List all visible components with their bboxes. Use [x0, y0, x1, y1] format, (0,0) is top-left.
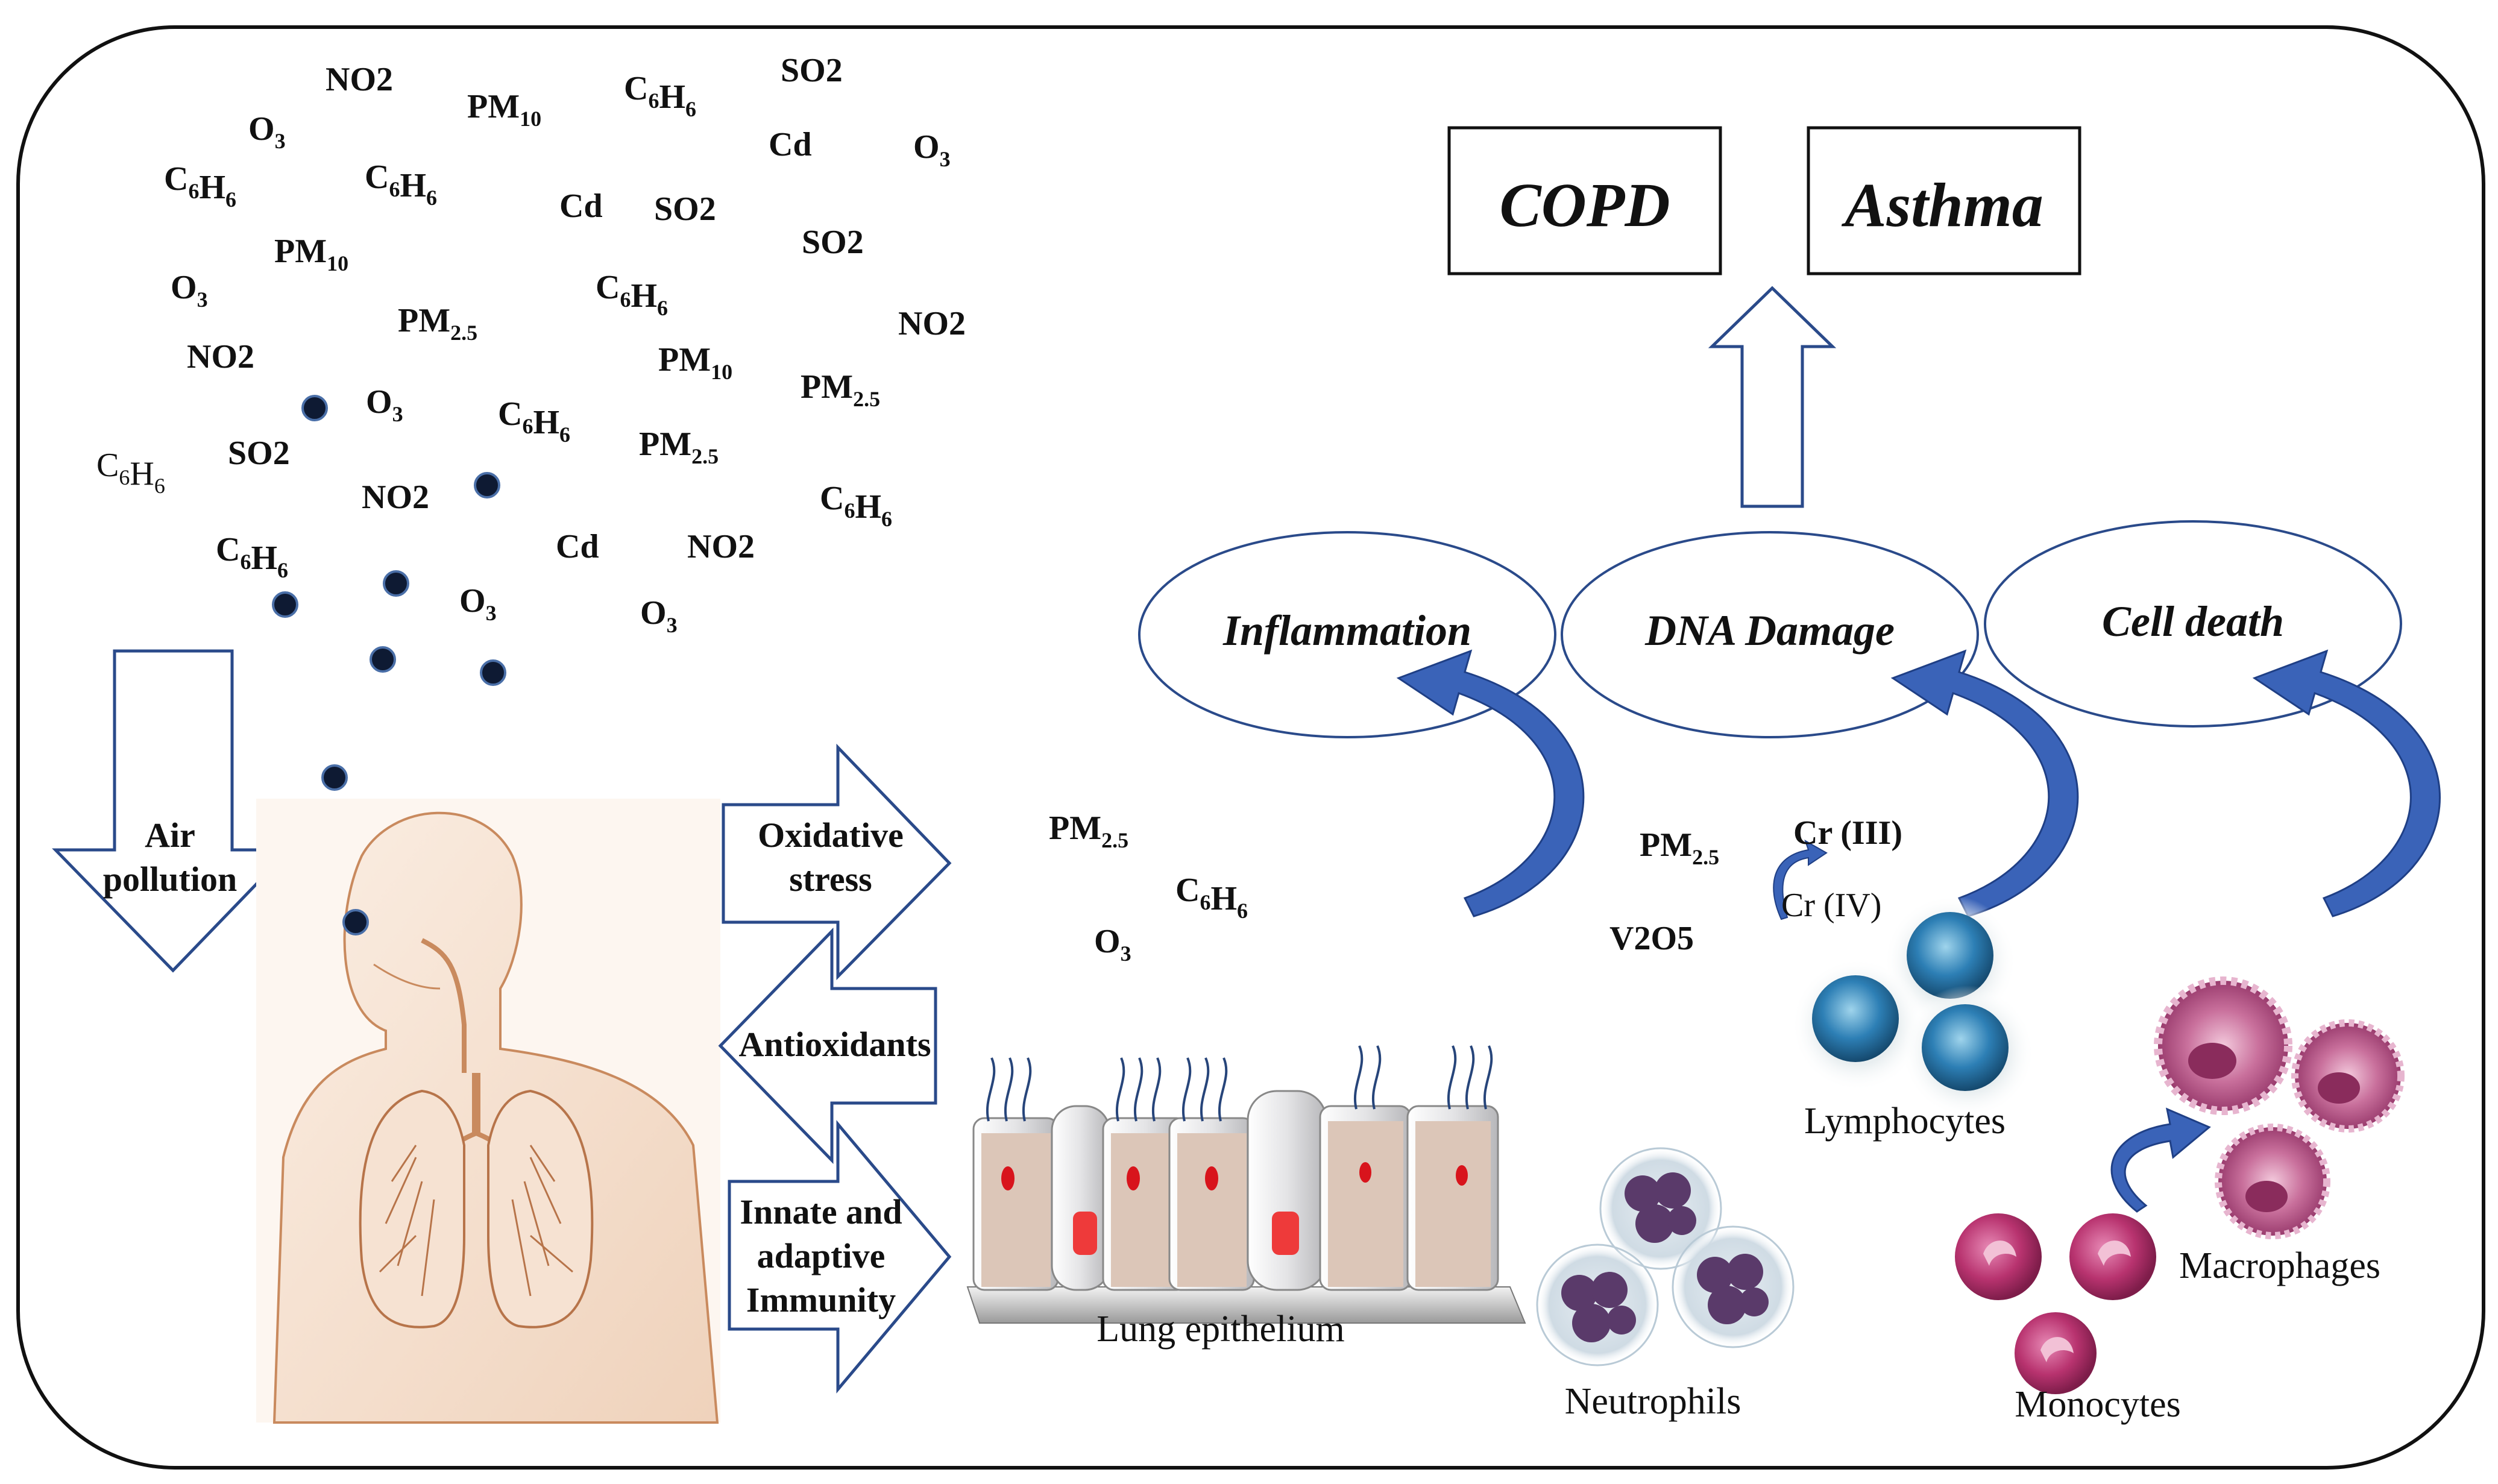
pollutant-label: PM10	[658, 341, 732, 384]
inner-pollutant-label: O3	[1094, 923, 1131, 966]
oxidative-stress-arrow	[722, 743, 952, 981]
pollutant-label: PM2.5	[639, 426, 719, 468]
pollutant-label: NO2	[362, 479, 429, 516]
oxidative-stress-label-1: Oxidative	[758, 816, 904, 855]
air-pollution-arrow	[52, 649, 293, 973]
immunity-arrow	[728, 1120, 952, 1394]
pollutant-label: NO2	[326, 61, 393, 98]
chromium-iv-label: Cr (IV)	[1781, 887, 1881, 924]
monocyte-to-macrophage-arrow	[2110, 1107, 2211, 1213]
pollutant-label: NO2	[687, 528, 755, 565]
curved-arrow-dna	[1890, 649, 2079, 917]
pollutant-label: PM10	[274, 233, 348, 275]
macrophages-illustration	[2154, 976, 2405, 1239]
neutrophils-illustration	[1536, 1147, 1795, 1366]
up-arrow	[1708, 286, 1837, 508]
pollutant-label: C6H6	[624, 70, 696, 121]
curved-arrow-cell-death	[2252, 649, 2441, 917]
dna-damage-label: DNA Damage	[1644, 606, 1895, 655]
pollutant-label: C6H6	[216, 531, 288, 582]
pollutant-label: C6H6	[365, 159, 437, 210]
copd-box	[1447, 126, 1722, 275]
pollutant-label: O3	[913, 128, 951, 171]
asthma-label: Asthma	[1841, 171, 2043, 240]
pollutant-label: SO2	[228, 435, 290, 472]
lymphocytes-illustration	[1792, 895, 2034, 1118]
oxidative-stress-label-2: stress	[789, 860, 872, 899]
pollutant-label: Cd	[559, 187, 603, 225]
pollutant-label: NO2	[187, 338, 254, 376]
pollutant-label: O3	[171, 269, 208, 312]
pollutant-label: O3	[248, 110, 286, 153]
monocytes-illustration	[1955, 1107, 2211, 1394]
pollutant-label: O3	[640, 594, 678, 637]
pollutant-label: Cd	[556, 528, 599, 565]
pollutant-label: SO2	[802, 224, 864, 261]
air-pollution-label-2: pollution	[103, 860, 237, 899]
antioxidants-arrow	[718, 927, 937, 1165]
lymphocytes-label: Lymphocytes	[1804, 1101, 2006, 1142]
inner-pollutant-label: PM2.5	[1049, 810, 1128, 852]
pollutant-label: PM10	[467, 88, 541, 131]
antioxidants-label: Antioxidants	[738, 1025, 931, 1064]
monocytes-label: Monocytes	[2015, 1384, 2181, 1425]
inner-pollutant-label: C6H6	[1175, 872, 1248, 923]
immunity-label-3: Immunity	[746, 1280, 896, 1319]
pollutant-label: C6H6	[498, 395, 570, 447]
inner-pollutant-label: PM2.5	[1640, 826, 1719, 869]
inflammation-label: Inflammation	[1222, 606, 1471, 655]
particulate-dots	[272, 395, 506, 935]
asthma-box	[1807, 126, 2081, 275]
outer-frame	[16, 25, 2485, 1470]
pollutant-label: C6H6	[164, 160, 236, 212]
chromium-conversion-arrow	[1773, 839, 1828, 920]
pollutant-label: O3	[459, 582, 497, 625]
pollutant-label: C6H6	[820, 480, 892, 531]
curved-arrow-inflammation	[1396, 649, 1585, 917]
human-body-illustration	[256, 799, 720, 1424]
immunity-label-2: adaptive	[757, 1236, 886, 1275]
pollutant-label: NO2	[898, 305, 966, 342]
immunity-label-1: Innate and	[740, 1192, 902, 1231]
pollutant-label: C6H6	[96, 447, 165, 498]
cell-death-label: Cell death	[2102, 597, 2284, 646]
air-pollution-label-1: Air	[145, 816, 195, 855]
pollutant-label: PM2.5	[801, 368, 880, 411]
pollutant-label: SO2	[781, 52, 843, 89]
lung-epithelium-label: Lung epithelium	[1096, 1309, 1345, 1350]
neutrophils-label: Neutrophils	[1565, 1381, 1741, 1422]
pollutant-label: PM2.5	[398, 302, 477, 345]
dna-damage-oval	[1561, 531, 1979, 738]
pollutant-label: Cd	[769, 126, 812, 163]
pollutant-label: O3	[366, 383, 403, 426]
lung-epithelium-illustration	[966, 1045, 1526, 1324]
copd-label: COPD	[1499, 171, 1670, 240]
inner-pollutant-label: V2O5	[1609, 920, 1694, 957]
chromium-iii-label: Cr (III)	[1793, 814, 1902, 852]
pollutant-label: C6H6	[596, 269, 668, 320]
macrophages-label: Macrophages	[2179, 1245, 2380, 1286]
pollutant-label: SO2	[654, 190, 716, 228]
